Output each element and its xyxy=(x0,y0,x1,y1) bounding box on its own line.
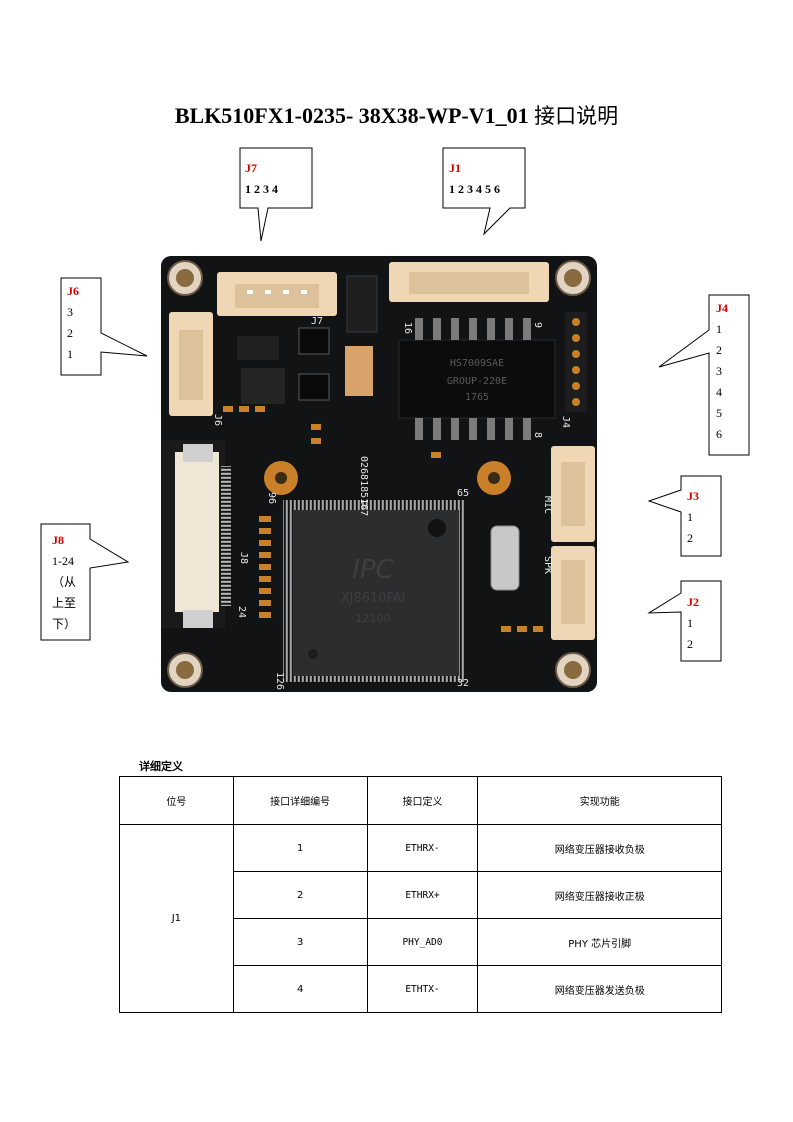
label-j1-name: J1 xyxy=(449,161,461,175)
callout-shapes xyxy=(40,147,750,662)
header-cell: 接口定义 xyxy=(366,776,479,825)
func-cell: PHY 芯片引脚 xyxy=(477,918,722,966)
label-j8-name: J8 xyxy=(52,533,64,547)
header-cell: 接口详细编号 xyxy=(232,776,368,825)
table-row: J1 1 ETHRX- 网络变压器接收负极 xyxy=(119,824,722,1013)
label-j6-pin: 2 xyxy=(67,326,73,340)
label-j3-name: J3 xyxy=(687,489,699,503)
label-j8-pins: 1-24 xyxy=(52,554,74,568)
label-j7-pins: 1 2 3 4 xyxy=(245,182,278,196)
j4-silk: J4 xyxy=(560,416,571,428)
label-j2: J2 1 2 xyxy=(687,592,699,655)
section-title: 详细定义 xyxy=(139,760,183,773)
label-j3-pin: 1 xyxy=(687,510,693,524)
j7-silk: J7 xyxy=(311,316,323,327)
title-model: BLK510FX1-0235- 38X38-WP-V1_01 xyxy=(174,103,529,128)
header-cell: 实现功能 xyxy=(477,776,722,825)
label-j3: J3 1 2 xyxy=(687,486,699,549)
capacitor xyxy=(345,346,373,396)
func-cell: 网络变压器接收负极 xyxy=(477,824,722,872)
def-cell: ETHTX- xyxy=(366,965,479,1013)
callout-j6 xyxy=(60,277,148,376)
label-j4: J4 1 2 3 4 5 6 xyxy=(716,298,728,445)
interface-definition-table: 位号 接口详细编号 接口定义 实现功能 J1 1 ETHRX- 网络变压器接收负… xyxy=(119,776,722,1013)
label-j2-pin: 1 xyxy=(687,616,693,630)
transformer-marking: HS7009SAE xyxy=(450,358,504,369)
label-j4-pin: 2 xyxy=(716,343,722,357)
label-j7: J7 1 2 3 4 xyxy=(245,158,278,200)
mic-silk: MIC xyxy=(542,496,553,514)
label-j4-pin: 5 xyxy=(716,406,722,420)
header-j4 xyxy=(565,312,587,412)
j8-silk: J8 xyxy=(238,552,249,564)
label-j4-pin: 4 xyxy=(716,385,722,399)
pin65-silk: 65 xyxy=(457,488,469,499)
num-cell: 3 xyxy=(232,918,368,966)
crystal xyxy=(490,525,520,591)
label-j8-note: 上至 xyxy=(52,596,77,610)
label-j8-note: 下） xyxy=(52,617,77,631)
label-j4-pin: 6 xyxy=(716,427,722,441)
label-j2-name: J2 xyxy=(687,595,699,609)
chip-brand: IPC xyxy=(352,555,394,585)
label-j2-pin: 2 xyxy=(687,637,693,651)
num-cell: 4 xyxy=(232,965,368,1013)
def-cell: ETHRX- xyxy=(366,824,479,872)
chip-lot: 12100 xyxy=(356,612,391,625)
callout-j4 xyxy=(658,294,750,456)
def-cell: PHY_AD0 xyxy=(366,918,479,966)
pcb-board-image: HS7009SAE GROUP-220E 1765 IPC XJ8610FAI … xyxy=(161,256,597,692)
func-cell: 网络变压器接收正极 xyxy=(477,871,722,919)
label-j6-pin: 3 xyxy=(67,305,73,319)
serial-silk: 0268185167 xyxy=(358,456,369,516)
label-j1-pins: 1 2 3 4 5 6 xyxy=(449,182,500,196)
pin96-silk: 96 xyxy=(266,492,277,504)
label-j4-pin: 3 xyxy=(716,364,722,378)
transformer-marking: GROUP-220E xyxy=(447,376,507,387)
main-soc-chip xyxy=(293,510,459,676)
callout-j1 xyxy=(442,147,526,236)
label-j3-pin: 2 xyxy=(687,531,693,545)
table-header-row: 位号 接口详细编号 接口定义 实现功能 xyxy=(119,776,722,825)
transformer-marking: 1765 xyxy=(465,392,489,403)
label-j4-pin: 1 xyxy=(716,322,722,336)
label-j8-note: （从 xyxy=(52,575,77,589)
document-title: BLK510FX1-0235- 38X38-WP-V1_01 接口说明 xyxy=(0,100,793,130)
callout-j7 xyxy=(239,147,313,242)
label-j6: J6 3 2 1 xyxy=(67,281,79,365)
label-j8: J8 1-24 （从 上至 下） xyxy=(52,530,76,635)
label-j4-name: J4 xyxy=(716,301,728,315)
j8-num-silk: 24 xyxy=(236,606,247,618)
callout-j8 xyxy=(40,523,130,641)
pin8-silk: 8 xyxy=(532,432,543,438)
table-row: 4 ETHTX- 网络变压器发送负极 xyxy=(120,965,722,1013)
label-j7-name: J7 xyxy=(245,161,257,175)
group-cell: J1 xyxy=(119,824,234,1013)
func-cell: 网络变压器发送负极 xyxy=(477,965,722,1013)
callout-j3 xyxy=(647,475,722,557)
num-cell: 2 xyxy=(232,871,368,919)
mosfet xyxy=(346,275,378,333)
title-suffix: 接口说明 xyxy=(534,104,619,128)
pin9-silk: 9 xyxy=(532,322,543,328)
chip-part: XJ8610FAI xyxy=(341,591,406,606)
network-transformer xyxy=(398,339,556,419)
pin126-silk: 126 xyxy=(274,672,285,690)
num-cell: 1 xyxy=(232,824,368,872)
header-cell: 位号 xyxy=(119,776,234,825)
label-j6-pin: 1 xyxy=(67,347,73,361)
pin16-silk: 16 xyxy=(402,322,413,334)
j6-silk: J6 xyxy=(212,414,223,426)
label-j1: J1 1 2 3 4 5 6 xyxy=(449,158,500,200)
spk-silk: SPK xyxy=(542,556,553,574)
label-j6-name: J6 xyxy=(67,284,79,298)
pin32-silk: 32 xyxy=(457,678,469,689)
callout-j2 xyxy=(647,580,722,662)
def-cell: ETHRX+ xyxy=(366,871,479,919)
